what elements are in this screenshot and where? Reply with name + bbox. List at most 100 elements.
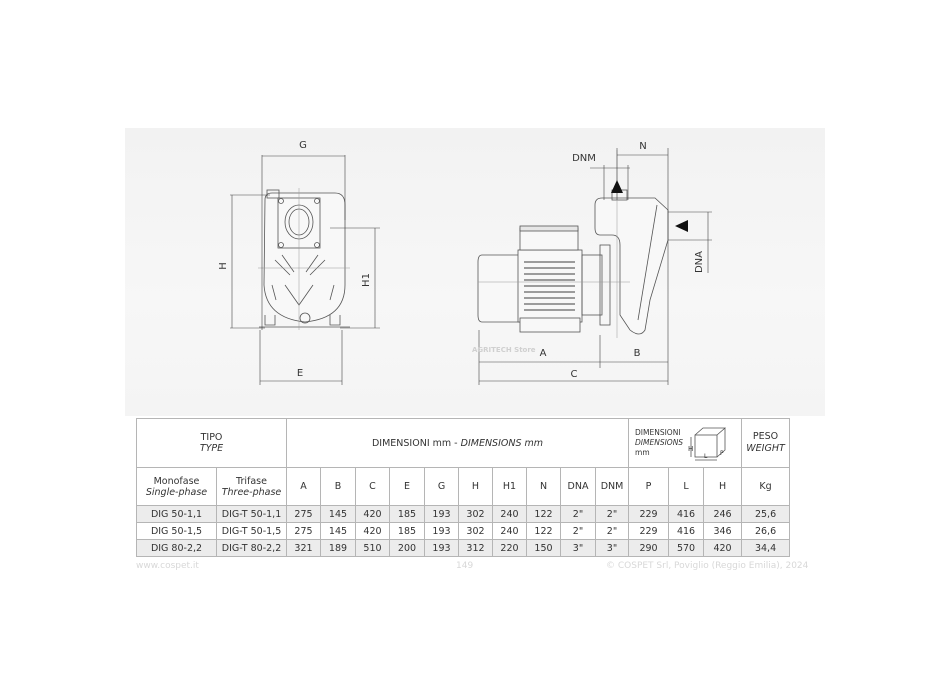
column-header: DNM (594, 467, 630, 506)
outlet-arrow-icon (611, 180, 623, 193)
single-label: Single-phase (145, 486, 208, 498)
column-header: L (668, 467, 705, 506)
technical-drawing-panel: G H H1 E DNM N DNA A B C AGRITECH Store (125, 128, 825, 416)
packing-dimensions-header: DIMENSIONI DIMENSIONS mm H L P (628, 418, 743, 468)
value-cell: 275 (286, 522, 321, 540)
front-view (258, 188, 350, 330)
value-cell: 302 (458, 522, 493, 540)
label-c: C (571, 369, 578, 380)
weight-label: WEIGHT (746, 443, 785, 454)
model-cell: DIG 50-1,1 (136, 505, 217, 523)
dimensions-header: DIMENSIONI mm - DIMENSIONS mm (285, 418, 630, 468)
dimensions-title-en: DIMENSIONS mm (460, 437, 544, 449)
label-dnm: DNM (572, 153, 596, 164)
column-header: DNA (560, 467, 596, 506)
weight-header: PESO WEIGHT (741, 418, 791, 468)
value-cell: 2" (594, 522, 630, 540)
column-header: H (458, 467, 493, 506)
box-p-label: P (720, 450, 724, 457)
value-cell: 420 (355, 505, 390, 523)
value-cell: 420 (703, 539, 743, 557)
value-cell: 26,6 (741, 522, 791, 540)
side-view (477, 150, 669, 338)
column-header: H (703, 467, 743, 506)
value-cell: 220 (492, 539, 527, 557)
value-cell: 246 (703, 505, 743, 523)
value-cell: 290 (628, 539, 670, 557)
value-cell: 570 (668, 539, 705, 557)
column-header: Kg (741, 467, 791, 506)
value-cell: 240 (492, 505, 527, 523)
column-header: B (320, 467, 356, 506)
value-cell: 25,6 (741, 505, 791, 523)
tipo-label: TIPO (200, 432, 223, 443)
label-n: N (639, 141, 646, 152)
value-cell: 321 (286, 539, 321, 557)
value-cell: 3" (594, 539, 630, 557)
value-cell: 185 (389, 522, 425, 540)
column-header: N (526, 467, 561, 506)
value-cell: 229 (628, 505, 670, 523)
value-cell: 416 (668, 522, 705, 540)
value-cell: 510 (355, 539, 390, 557)
footer-copyright: © COSPET Srl, Poviglio (Reggio Emilia), … (606, 561, 809, 571)
packing-title-it: DIMENSIONI (635, 428, 681, 437)
value-cell: 416 (668, 505, 705, 523)
value-cell: 193 (424, 505, 459, 523)
value-cell: 2" (560, 522, 596, 540)
value-cell: 193 (424, 539, 459, 557)
pump-drawing: G H H1 E DNM N DNA A B C AGRITECH Store (218, 140, 712, 385)
value-cell: 189 (320, 539, 356, 557)
value-cell: 145 (320, 505, 356, 523)
dimension-lines (230, 148, 712, 385)
value-cell: 2" (594, 505, 630, 523)
column-header: G (424, 467, 459, 506)
type-header: TIPO TYPE (136, 418, 287, 468)
value-cell: 240 (492, 522, 527, 540)
value-cell: 200 (389, 539, 425, 557)
column-header: E (389, 467, 425, 506)
box-h-label: H (688, 445, 693, 453)
label-g: G (299, 140, 307, 151)
label-h: H (218, 262, 229, 270)
box-l-label: L (704, 453, 708, 460)
model-cell: DIG 80-2,2 (136, 539, 217, 557)
peso-label: PESO (752, 431, 779, 442)
value-cell: 122 (526, 522, 561, 540)
box-icon: H L P (688, 427, 727, 461)
model-cell: DIG-T 50-1,1 (216, 505, 287, 523)
packing-title-en: DIMENSIONS (635, 438, 684, 447)
value-cell: 150 (526, 539, 561, 557)
value-cell: 34,4 (741, 539, 791, 557)
value-cell: 122 (526, 505, 561, 523)
value-cell: 346 (703, 522, 743, 540)
label-e: E (297, 368, 303, 379)
mono-label: Monofase (153, 475, 200, 487)
tri-label: Trifase (236, 475, 267, 487)
label-h1: H1 (361, 273, 372, 287)
label-a: A (540, 348, 547, 359)
model-cell: DIG-T 80-2,2 (216, 539, 287, 557)
value-cell: 275 (286, 505, 321, 523)
value-cell: 193 (424, 522, 459, 540)
label-b: B (634, 348, 641, 359)
value-cell: 3" (560, 539, 596, 557)
model-cell: DIG-T 50-1,5 (216, 522, 287, 540)
type-label: TYPE (199, 443, 224, 454)
footer-website: www.cospet.it (136, 561, 199, 571)
value-cell: 312 (458, 539, 493, 557)
column-header: H1 (492, 467, 527, 506)
value-cell: 185 (389, 505, 425, 523)
watermark-logo: AGRITECH Store (472, 346, 536, 354)
value-cell: 145 (320, 522, 356, 540)
inlet-arrow-icon (675, 220, 688, 232)
value-cell: 229 (628, 522, 670, 540)
column-header: A (286, 467, 321, 506)
model-cell: DIG 50-1,5 (136, 522, 217, 540)
three-label: Three-phase (221, 486, 282, 498)
column-header: P (628, 467, 670, 506)
dimensions-title-it: DIMENSIONI mm - (371, 437, 461, 449)
